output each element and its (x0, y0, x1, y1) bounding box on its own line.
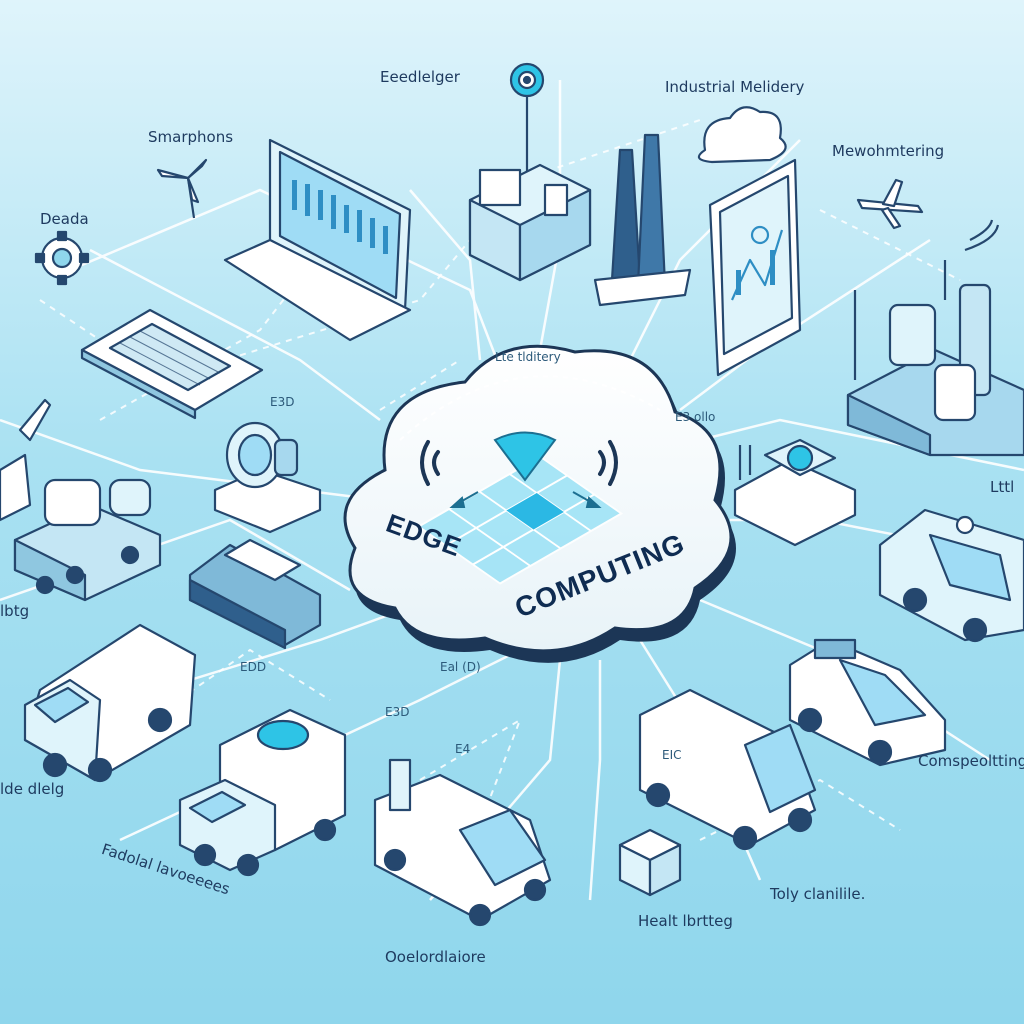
fan-engine[interactable] (213, 421, 322, 534)
keyboard-laptop[interactable] (80, 308, 264, 420)
small-label-2: E3 ollo (675, 410, 716, 424)
label-eeedlelger: Eeedlelger (380, 68, 460, 86)
hub-arc-label: Lte tlditery (495, 350, 561, 364)
label-lttl: Lttl (990, 478, 1015, 496)
control-unit[interactable] (733, 438, 857, 547)
small-label-5: E3D (385, 705, 410, 719)
pickup-van[interactable] (373, 758, 552, 927)
laptop[interactable] (223, 138, 412, 342)
delivery-van-right[interactable] (638, 688, 817, 851)
label-comspeoltting: Comspeoltting (918, 752, 1024, 770)
chimney-tower[interactable] (593, 133, 692, 307)
robot-arm[interactable] (0, 398, 162, 602)
hub-grid (416, 455, 624, 585)
cloud-icon[interactable] (697, 106, 787, 164)
server-factory[interactable] (468, 163, 592, 282)
small-label-6: EIC (662, 748, 682, 762)
label-toly: Toly clanilile. (770, 885, 866, 903)
hub-pin-icon (493, 431, 557, 482)
edge-computing-hub[interactable] (343, 344, 736, 663)
small-label-1: E3D (270, 395, 295, 409)
screen-bars (292, 180, 388, 254)
refrigerated-truck[interactable] (178, 708, 347, 877)
label-ooelordlaiore: Ooelordlaiore (385, 948, 486, 966)
label-healt: Healt lbrtteg (638, 912, 733, 930)
wireless-icon (964, 219, 1000, 252)
hub-arrows (449, 491, 602, 508)
small-label-3: EDD (240, 660, 267, 674)
small-label-4: Eal (D) (440, 660, 481, 674)
gear-icon[interactable] (34, 230, 90, 286)
small-label-7: E4 (455, 742, 471, 756)
tracked-robot[interactable] (188, 538, 322, 650)
label-industrial: Industrial Melidery (665, 78, 805, 96)
airplane-icon[interactable] (856, 178, 924, 230)
tablet[interactable] (708, 158, 802, 377)
cargo-box[interactable] (618, 828, 682, 897)
delivery-van-left[interactable] (23, 623, 197, 783)
label-mewohmtering: Mewohmtering (832, 142, 945, 160)
suv-car[interactable] (788, 638, 947, 767)
wind-turbine-icon[interactable] (156, 158, 208, 219)
label-deada: Deada (40, 210, 89, 228)
label-lde-dlelg: lde dlelg (0, 780, 65, 798)
label-lbtg: lbtg (0, 602, 30, 620)
bus-vehicle[interactable] (878, 508, 1024, 643)
label-smarphons: Smarphons (148, 128, 234, 146)
refinery[interactable] (846, 260, 1024, 457)
hub-arc (399, 375, 661, 441)
wifi-signal-icon (420, 440, 618, 486)
